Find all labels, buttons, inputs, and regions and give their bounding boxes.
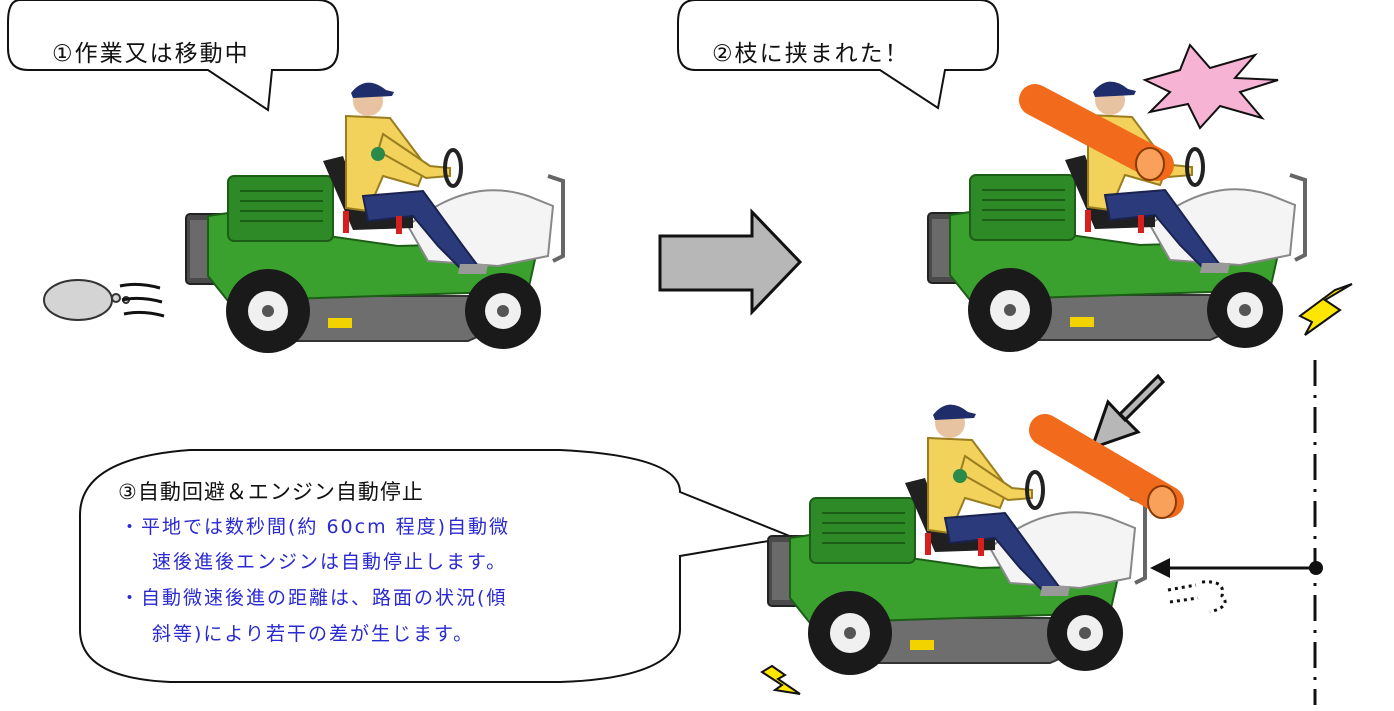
branch-1	[1019, 84, 1174, 181]
speech-bubble-3	[79, 449, 796, 683]
exhaust-cloud	[43, 279, 130, 321]
branch-2	[1029, 414, 1184, 519]
spark-2	[760, 664, 801, 695]
step2-label: ②枝に挟まれた！	[712, 41, 910, 67]
mower-2	[926, 79, 1307, 354]
motion-dots	[1167, 580, 1227, 614]
impact-burst	[1142, 43, 1279, 130]
motion-lines	[119, 282, 165, 318]
note-line-3: ・自動微速後進の距離は、路面の状況(傾	[120, 587, 508, 609]
speech-bubble-1	[7, 0, 339, 112]
step3-title: ③自動回避＆エンジン自動停止	[118, 480, 424, 504]
note-line-4: 斜等)により若干の差が生じます。	[152, 623, 475, 645]
speech-bubble-2	[677, 0, 999, 110]
progress-arrow-right	[658, 208, 803, 316]
step1-label: ①作業又は移動中	[52, 41, 250, 67]
note-line-1: ・平地では数秒間(約 60cm 程度)自動微	[120, 516, 511, 538]
spark-1	[1298, 283, 1353, 336]
progress-arrow-diagonal	[1089, 373, 1166, 451]
mower-1	[184, 80, 565, 355]
distance-arrow	[1150, 558, 1323, 578]
note-line-2: 速後進後エンジンは自動停止します。	[152, 551, 508, 573]
